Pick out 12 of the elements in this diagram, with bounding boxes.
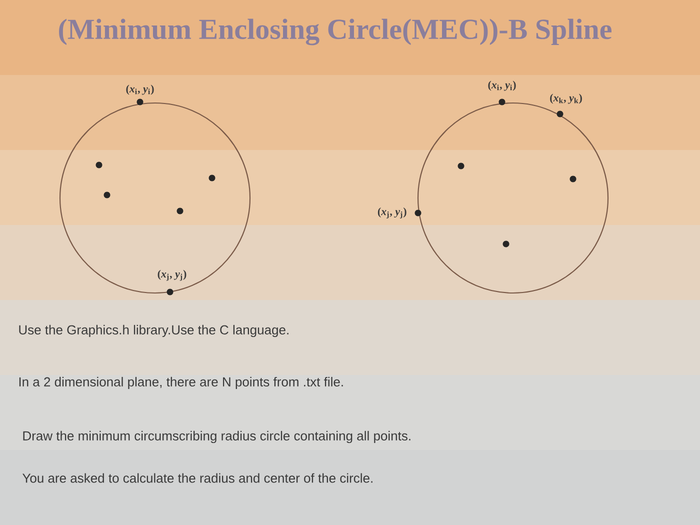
point-label: (x$_{j}$, y$_{j}$) — [378, 208, 406, 218]
enclosing-circle — [417, 102, 609, 294]
instruction-text: Draw the minimum circumscribing radius circle containing all points. — [23, 430, 410, 444]
instruction-text: In a 2 dimensional plane, there are N points from .txt file. — [19, 376, 343, 390]
point-label: (x$_{i}$, y$_{i}$) — [126, 84, 154, 95]
instruction-text: You are asked to calculate the radius and center of the circle. — [22, 473, 372, 483]
instruction-text: Use the Graphics.h library.Use the C language. — [19, 324, 288, 338]
enclosing-circle — [59, 102, 251, 294]
title: (Minimum Enclosing Circle(MEC))-B Spline — [59, 18, 612, 46]
point-label: (x$_{k}$, y$_{k}$) — [550, 94, 582, 104]
point-label: (x$_{i}$, y$_{i}$) — [488, 80, 516, 91]
point-label: (x$_{j}$, y$_{j}$) — [158, 270, 186, 281]
